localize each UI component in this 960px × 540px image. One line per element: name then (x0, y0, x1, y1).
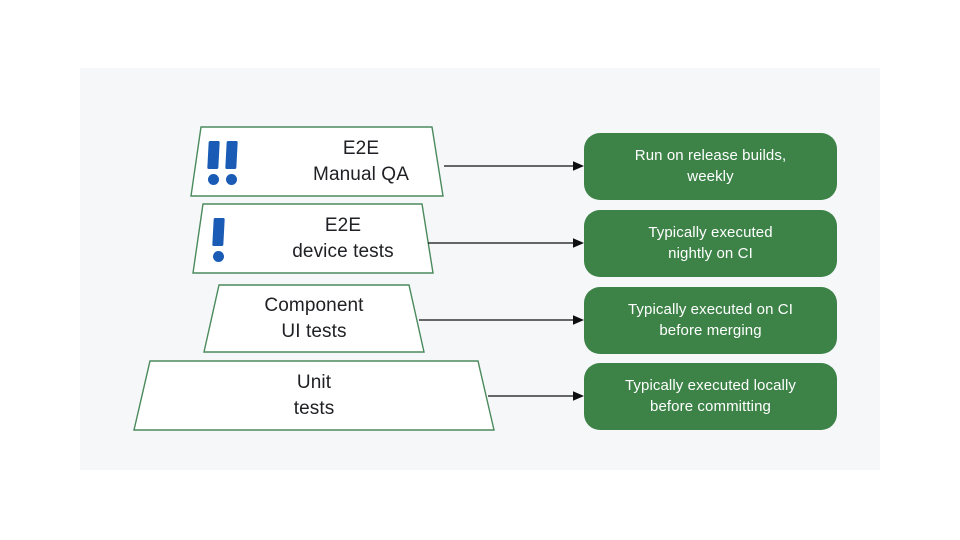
callout-component[interactable]: Typically executed on CI before merging (584, 287, 837, 354)
callout-line2: nightly on CI (668, 244, 753, 262)
callout-line1: Run on release builds, (634, 147, 787, 165)
callout-text: Run on release builds, weekly (635, 146, 786, 186)
trapezoid-shape (190, 126, 444, 197)
callout-text: Typically executed on CI before merging (628, 300, 793, 340)
pyramid-level-component-ui-tests[interactable]: Component UI tests (203, 284, 425, 353)
callout-line2: before committing (650, 397, 771, 415)
callout-line2: weekly (687, 167, 734, 185)
callout-text: Typically executed locally before commit… (625, 376, 796, 416)
callout-line1: Typically executed (648, 224, 773, 242)
callout-line2: before merging (659, 321, 762, 339)
callout-manual-qa[interactable]: Run on release builds, weekly (584, 133, 837, 200)
callout-line1: Typically executed locally (624, 377, 796, 395)
pyramid-level-unit-tests[interactable]: Unit tests (133, 360, 495, 431)
trapezoid-shape (203, 284, 425, 353)
trapezoid-shape (133, 360, 495, 431)
callout-text: Typically executed nightly on CI (648, 223, 772, 263)
trapezoid-shape (192, 203, 434, 274)
callout-device[interactable]: Typically executed nightly on CI (584, 210, 837, 277)
pyramid-level-e2e-device-tests[interactable]: E2E device tests (192, 203, 434, 274)
pyramid-level-e2e-manual-qa[interactable]: E2E Manual QA (190, 126, 444, 197)
callout-line1: Typically executed on CI (628, 301, 793, 319)
callout-unit[interactable]: Typically executed locally before commit… (584, 363, 837, 430)
